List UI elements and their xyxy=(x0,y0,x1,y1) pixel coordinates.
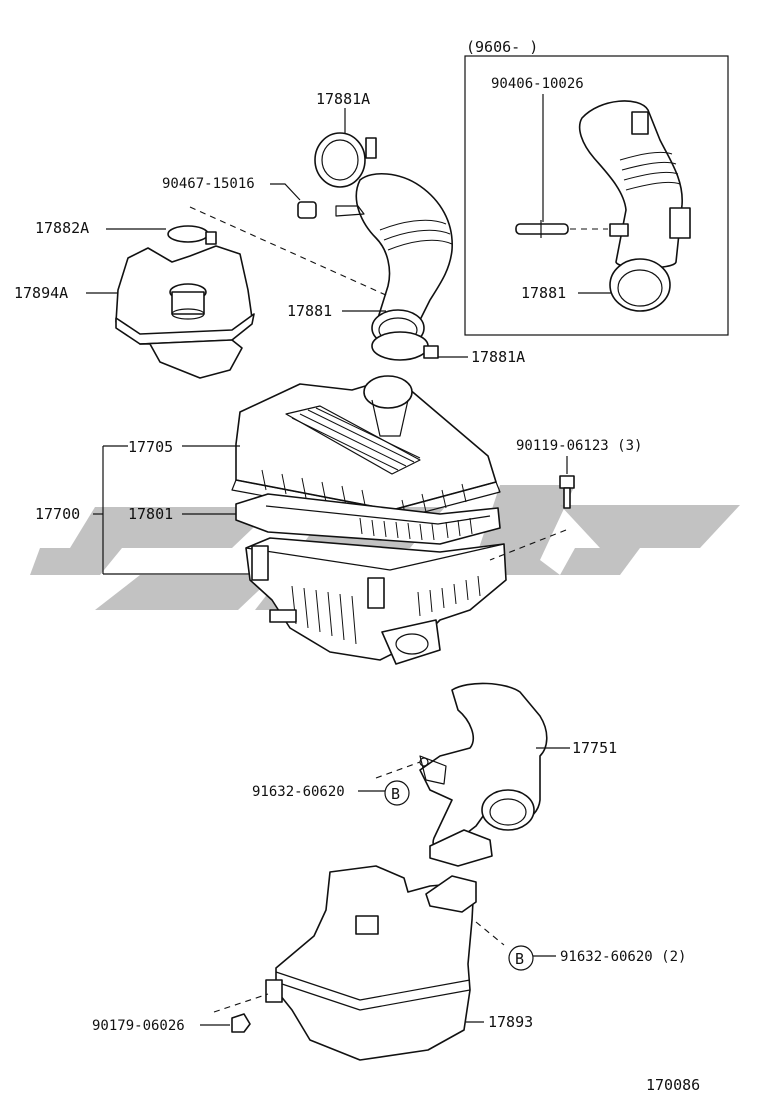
label-17751: 17751 xyxy=(572,739,617,757)
clamp-17881a-bottom: 17881A xyxy=(371,331,525,366)
ref-circle-b-upper xyxy=(384,780,410,806)
label-17881: 17881 xyxy=(287,302,332,320)
air-filter-element-17801: 17801 xyxy=(128,493,501,545)
ref-b-lower: B xyxy=(515,950,524,968)
inlet-duct-17751: 17751 xyxy=(419,682,617,867)
nut-90179-06026: 90179-06026 xyxy=(92,993,269,1034)
label-17700: 17700 xyxy=(35,505,80,523)
clip-90467-15016: 90467-15016 xyxy=(162,176,317,219)
inset-clamp-bolt xyxy=(515,220,608,238)
label-90467-15016: 90467-15016 xyxy=(162,176,255,192)
ref-circle-b-lower xyxy=(508,945,534,971)
connector-dashed-1 xyxy=(189,206,389,297)
bolt-90119-06123: 90119-06123 (3) xyxy=(489,438,642,561)
intake-hose-17881: 17881 xyxy=(287,172,453,347)
lower-resonator-17893: 17893 xyxy=(265,865,533,1061)
inset-border xyxy=(464,55,729,336)
inset-label-90406-10026: 90406-10026 xyxy=(491,76,584,92)
bolt-91632-60620-upper: 91632-60620 B xyxy=(252,761,421,806)
diagram-id: 170086 xyxy=(646,1076,700,1094)
clamp-17882a: 17882A xyxy=(35,219,217,245)
label-17893: 17893 xyxy=(488,1013,533,1031)
resonator-17894a: 17894A xyxy=(14,245,255,379)
air-cleaner-case xyxy=(245,537,507,665)
label-91632-60620-upper: 91632-60620 xyxy=(252,784,345,800)
clamp-17881a-top: 17881A xyxy=(314,90,377,188)
label-90119-06123: 90119-06123 (3) xyxy=(516,438,642,454)
label-91632-60620-lower: 91632-60620 (2) xyxy=(560,949,686,965)
assembly-bracket-17700: 17700 xyxy=(35,445,250,575)
label-17894a: 17894A xyxy=(14,284,68,302)
label-17801: 17801 xyxy=(128,505,173,523)
label-17705: 17705 xyxy=(128,438,173,456)
inset-label-17881: 17881 xyxy=(521,284,566,302)
inset-intake-hose xyxy=(578,100,691,312)
inset-date-range: (9606- ) xyxy=(466,38,538,56)
label-17881a-bottom: 17881A xyxy=(471,348,525,366)
label-17881a-top: 17881A xyxy=(316,90,370,108)
label-17882a: 17882A xyxy=(35,219,89,237)
air-cleaner-cap-17705: 17705 xyxy=(128,375,501,521)
inset-panel: (9606- ) 90406-10026 17881 xyxy=(464,38,729,336)
bolt-91632-60620-lower: B 91632-60620 (2) xyxy=(508,945,686,971)
label-90179-06026: 90179-06026 xyxy=(92,1018,185,1034)
ref-b-upper: B xyxy=(391,785,400,803)
